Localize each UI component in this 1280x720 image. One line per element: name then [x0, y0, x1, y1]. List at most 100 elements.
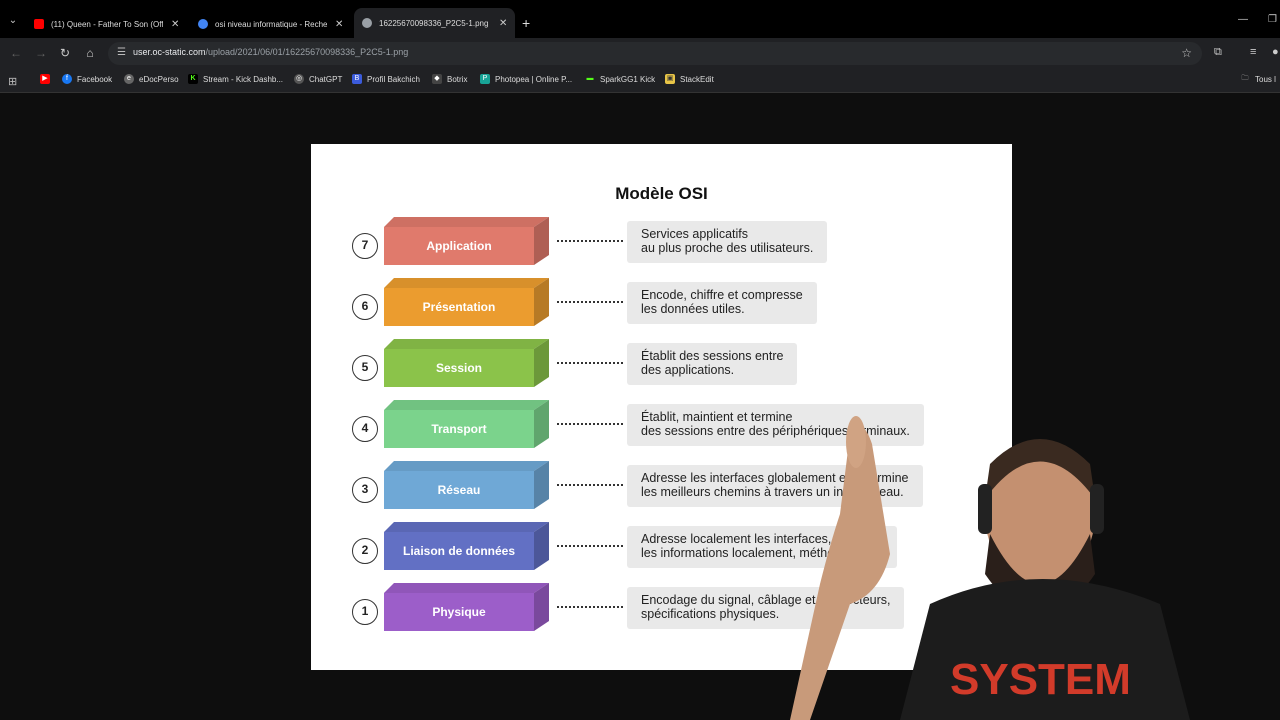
layer-number: 6 [352, 294, 378, 320]
address-bar[interactable]: ☰ user.oc-static.com/upload/2021/06/01/1… [108, 42, 1202, 65]
description-line: au plus proche des utilisateurs. [641, 241, 814, 255]
layer-name: Physique [432, 605, 486, 619]
layer-block: Liaison de données [384, 522, 549, 572]
tab-image[interactable]: 16225670098336_P2C5-1.png ( ✕ [354, 8, 516, 38]
description-line: des sessions entre des périphériques ter… [641, 424, 910, 438]
close-tab-icon[interactable]: ✕ [171, 18, 180, 30]
forward-icon[interactable]: → [35, 46, 47, 60]
bookmark-sparkgg1-kick[interactable]: ▬SparkGG1 Kick [586, 74, 656, 84]
extensions-icon[interactable]: ⧉ [1214, 46, 1222, 58]
tab-search-chevron-icon[interactable]: ⌄ [8, 15, 18, 26]
layer-name: Réseau [437, 483, 481, 497]
bookmark-botrix[interactable]: ◆Botrix [432, 74, 467, 84]
kick-icon: K [188, 74, 198, 84]
back-icon[interactable]: ← [10, 46, 22, 60]
layer-number: 5 [352, 355, 378, 381]
url-text: user.oc-static.com/upload/2021/06/01/162… [133, 47, 409, 57]
tab-title: osi niveau informatique - Reche [215, 19, 327, 29]
layer-name: Application [426, 239, 492, 253]
bookmark-chatgpt[interactable]: ◎ChatGPT [294, 74, 343, 84]
description-line: Établit des sessions entre [641, 349, 784, 363]
osi-layer-row: 6 Présentation Encode, chiffre et compress… [311, 278, 1012, 334]
description-line: des applications. [641, 363, 735, 377]
description-line: Adresse localement les interfaces, livre [641, 532, 858, 546]
reading-list-icon[interactable]: ≡ [1250, 46, 1257, 58]
layer-number: 2 [352, 538, 378, 564]
browser-toolbar: ← → ↻ ⌂ ☰ user.oc-static.com/upload/2021… [0, 38, 1280, 69]
site-info-icon[interactable]: ☰ [117, 47, 126, 58]
bookmark-youtube[interactable]: ▶ [40, 74, 55, 84]
chatgpt-icon: ◎ [294, 74, 304, 84]
tab-youtube[interactable]: (11) Queen - Father To Son (Offi ✕ [26, 12, 187, 36]
description-line: Services applicatifs [641, 227, 748, 241]
dotted-connector [557, 423, 623, 425]
description-line: Adresse les interfaces globalement et dé… [641, 471, 909, 485]
layer-name: Liaison de données [402, 544, 516, 558]
diagram-title: Modèle OSI [615, 184, 708, 203]
youtube-icon: ▶ [40, 74, 50, 84]
layer-block: Physique [384, 583, 549, 633]
webcam-presenter-overlay: SYSTEM [790, 416, 1190, 720]
description-line: spécifications physiques. [641, 607, 780, 621]
layer-number: 1 [352, 599, 378, 625]
description-line: Établit, maintient et termine [641, 410, 793, 424]
description-line: les meilleurs chemins à travers un inter… [641, 485, 904, 499]
edocperso-icon: e [124, 74, 134, 84]
description-line: Encode, chiffre et compresse [641, 288, 803, 302]
close-tab-icon[interactable]: ✕ [499, 17, 508, 29]
reload-icon[interactable]: ↻ [59, 46, 71, 60]
tab-google-search[interactable]: osi niveau informatique - Reche ✕ [190, 12, 351, 36]
minimize-icon[interactable]: — [1238, 14, 1248, 25]
botrix-icon: ◆ [432, 74, 442, 84]
layer-block: Application [384, 217, 549, 267]
facebook-icon: f [62, 74, 72, 84]
bakchich-icon: B [352, 74, 362, 84]
dotted-connector [557, 240, 623, 242]
layer-block: Transport [384, 400, 549, 450]
layer-block: Session [384, 339, 549, 389]
globe-favicon-icon [362, 18, 372, 28]
layer-number: 3 [352, 477, 378, 503]
tab-strip: ⌄ (11) Queen - Father To Son (Offi ✕ osi… [0, 0, 1280, 38]
layer-block: Réseau [384, 461, 549, 511]
kick-icon: ▬ [586, 75, 594, 82]
dotted-connector [557, 301, 623, 303]
new-tab-icon[interactable]: + [522, 15, 531, 31]
layer-name: Transport [431, 422, 487, 436]
home-icon[interactable]: ⌂ [86, 46, 94, 60]
bookmark-star-icon[interactable]: ☆ [1181, 46, 1192, 60]
all-bookmarks-folder[interactable]: 🗀Tous l [1241, 74, 1276, 84]
stackedit-icon: ▣ [665, 74, 675, 84]
maximize-icon[interactable]: ❐ [1268, 14, 1277, 25]
description-line: les informations localement, méthode MAC… [641, 546, 883, 560]
tab-title: 16225670098336_P2C5-1.png ( [379, 18, 491, 28]
layer-name: Session [435, 361, 483, 375]
shirt-text: SYSTEM [950, 655, 1131, 704]
close-tab-icon[interactable]: ✕ [335, 18, 344, 30]
layer-name: Présentation [422, 300, 496, 314]
dotted-connector [557, 362, 623, 364]
photopea-icon: P [480, 74, 490, 84]
bookmark-stackedit[interactable]: ▣StackEdit [665, 74, 714, 84]
layer-block: Présentation [384, 278, 549, 328]
apps-grid-icon[interactable]: ⊞ [8, 76, 18, 88]
layer-number: 4 [352, 416, 378, 442]
tab-title: (11) Queen - Father To Son (Offi [51, 19, 163, 29]
profile-icon[interactable]: ● [1272, 46, 1279, 58]
